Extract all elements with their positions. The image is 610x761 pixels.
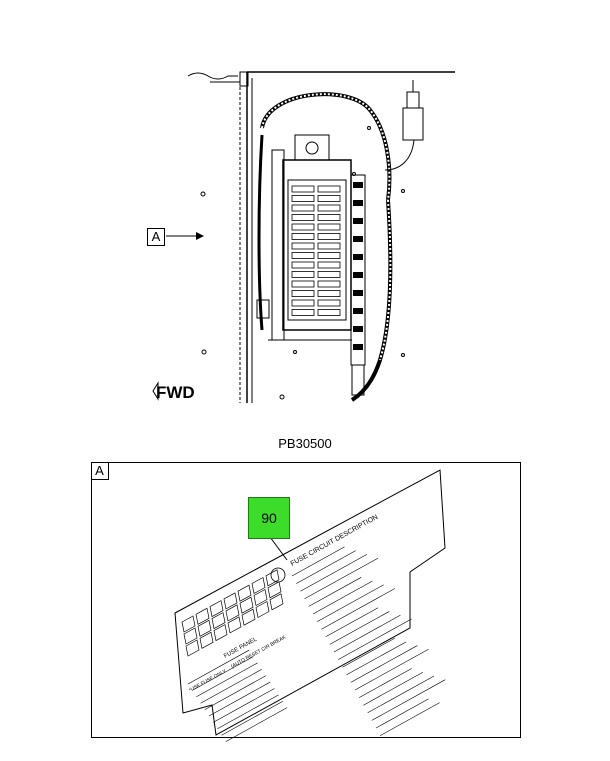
decal-text-line <box>221 701 283 736</box>
fuse-slot <box>317 214 341 221</box>
fuse-slot <box>317 261 341 269</box>
decal-text-line <box>187 649 250 685</box>
decal-fuse-cell <box>225 604 240 622</box>
decal-text-line <box>217 694 279 730</box>
terminal <box>353 308 363 314</box>
detail-frame-label: A <box>91 462 109 480</box>
decal-text-line <box>208 681 271 717</box>
fuse-slot <box>317 252 341 259</box>
decal-text-line <box>204 675 267 710</box>
terminal <box>353 236 363 242</box>
decal-text-line <box>333 614 401 653</box>
terminal <box>353 254 363 260</box>
fuse-slot <box>317 280 341 288</box>
decal-text-line <box>300 554 368 592</box>
fuse-slot <box>291 233 315 240</box>
fuse-slot <box>317 299 341 307</box>
decal-text-line <box>213 688 275 723</box>
fuse-slot <box>291 290 315 297</box>
fuse-slot <box>317 204 341 212</box>
fuse-slot <box>291 299 315 307</box>
decal-text-line <box>317 584 384 622</box>
terminal <box>353 344 363 350</box>
decal-text-line <box>200 669 262 704</box>
fuse-slot <box>291 271 315 278</box>
decal-fuse-cell <box>269 593 284 611</box>
fuse-slot <box>317 185 341 193</box>
detail-reference-label: A <box>147 228 165 246</box>
terminal <box>353 218 363 224</box>
terminal <box>353 200 363 206</box>
fuse-slot <box>317 223 341 231</box>
decal-text-line <box>308 577 362 607</box>
decal-text-line <box>296 550 356 584</box>
decal-fuse-cell <box>241 608 256 626</box>
decal-fuse-cell <box>239 596 254 614</box>
decal-text-line <box>371 679 446 721</box>
decal-text-line <box>375 698 429 729</box>
decal-fuse-cell <box>199 631 214 649</box>
fuse-slot <box>317 242 341 250</box>
decal-text-line <box>291 546 345 577</box>
decal-text-line <box>363 671 424 706</box>
decal-fuse-cell <box>223 592 238 610</box>
decal-text-line <box>380 702 440 736</box>
fuse-slot <box>317 309 341 316</box>
detail-frame <box>91 462 521 738</box>
fuse-slot <box>291 309 315 316</box>
decal-text-line <box>196 662 258 698</box>
fuse-slot <box>317 290 341 297</box>
decal-fuse-cell <box>197 619 212 637</box>
decal-text-line <box>225 707 288 742</box>
fuse-slot <box>291 261 315 269</box>
fuse-slot <box>291 195 315 202</box>
decal-text-line <box>304 557 379 600</box>
decal-text-line <box>342 637 396 668</box>
decal-text-line <box>325 607 379 638</box>
decal-text-line <box>359 668 412 698</box>
fuse-slot <box>291 280 315 288</box>
decal-fuse-cell <box>209 600 224 618</box>
terminal <box>353 272 363 278</box>
decal-fuse-cell <box>181 615 196 633</box>
fuse-slot <box>291 185 315 193</box>
decal-fuse-cell <box>213 624 228 642</box>
decal-text-line <box>329 611 390 645</box>
decal-text-line <box>192 656 254 691</box>
fuse-slot <box>291 223 315 231</box>
decal-fuse-cell <box>265 569 280 587</box>
decal-text-line <box>346 641 407 676</box>
decal-fuse-cell <box>211 612 226 630</box>
callout-90[interactable]: 90 <box>248 497 290 539</box>
decal-text-line <box>338 618 412 660</box>
fuse-slot <box>291 242 315 250</box>
decal-fuse-cell <box>185 639 200 657</box>
fuse-slot <box>291 214 315 221</box>
terminal <box>353 326 363 332</box>
decal-text-line <box>354 649 429 691</box>
decal-text-line <box>312 580 373 615</box>
fuse-slot <box>291 204 315 212</box>
decal-text-line <box>321 588 396 630</box>
decal-fuse-cell <box>255 600 270 619</box>
decal-fuse-cell <box>195 607 210 625</box>
decal-fuse-cell <box>183 627 198 645</box>
fuse-slot <box>291 252 315 259</box>
fuse-slot <box>317 195 341 202</box>
decal-fuse-cell <box>267 581 282 599</box>
decal-fuse-cell <box>251 576 266 595</box>
decal-text-line <box>367 675 435 714</box>
figure-code: PB30500 <box>278 436 332 451</box>
forward-direction-label: FWD <box>156 383 195 402</box>
terminal <box>353 182 363 188</box>
fuse-slot <box>317 271 341 278</box>
decal-fuse-cell <box>227 616 242 634</box>
decal-text-line <box>350 645 418 683</box>
terminal <box>353 290 363 296</box>
decal-fuse-cell <box>253 588 268 607</box>
decal-fuse-cell <box>237 584 252 602</box>
fuse-slot <box>317 233 341 240</box>
